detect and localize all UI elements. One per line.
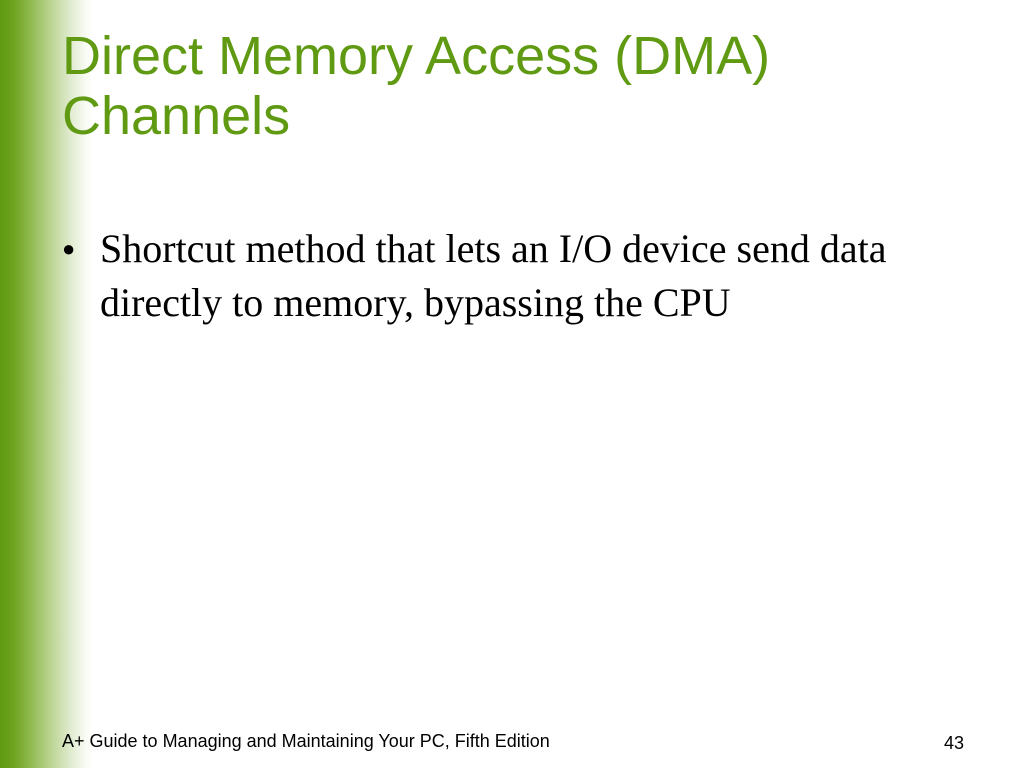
bullet-text: Shortcut method that lets an I/O device … (100, 226, 887, 325)
footer-text: A+ Guide to Managing and Maintaining You… (62, 731, 550, 751)
bullet-item: ● Shortcut method that lets an I/O devic… (62, 222, 962, 330)
bullet-list: ● Shortcut method that lets an I/O devic… (62, 222, 962, 330)
slide-title: Direct Memory Access (DMA) Channels (62, 26, 771, 146)
side-gradient-bar (0, 0, 92, 768)
page-number: 43 (943, 733, 964, 753)
bullet-dot-icon: ● (62, 236, 76, 261)
